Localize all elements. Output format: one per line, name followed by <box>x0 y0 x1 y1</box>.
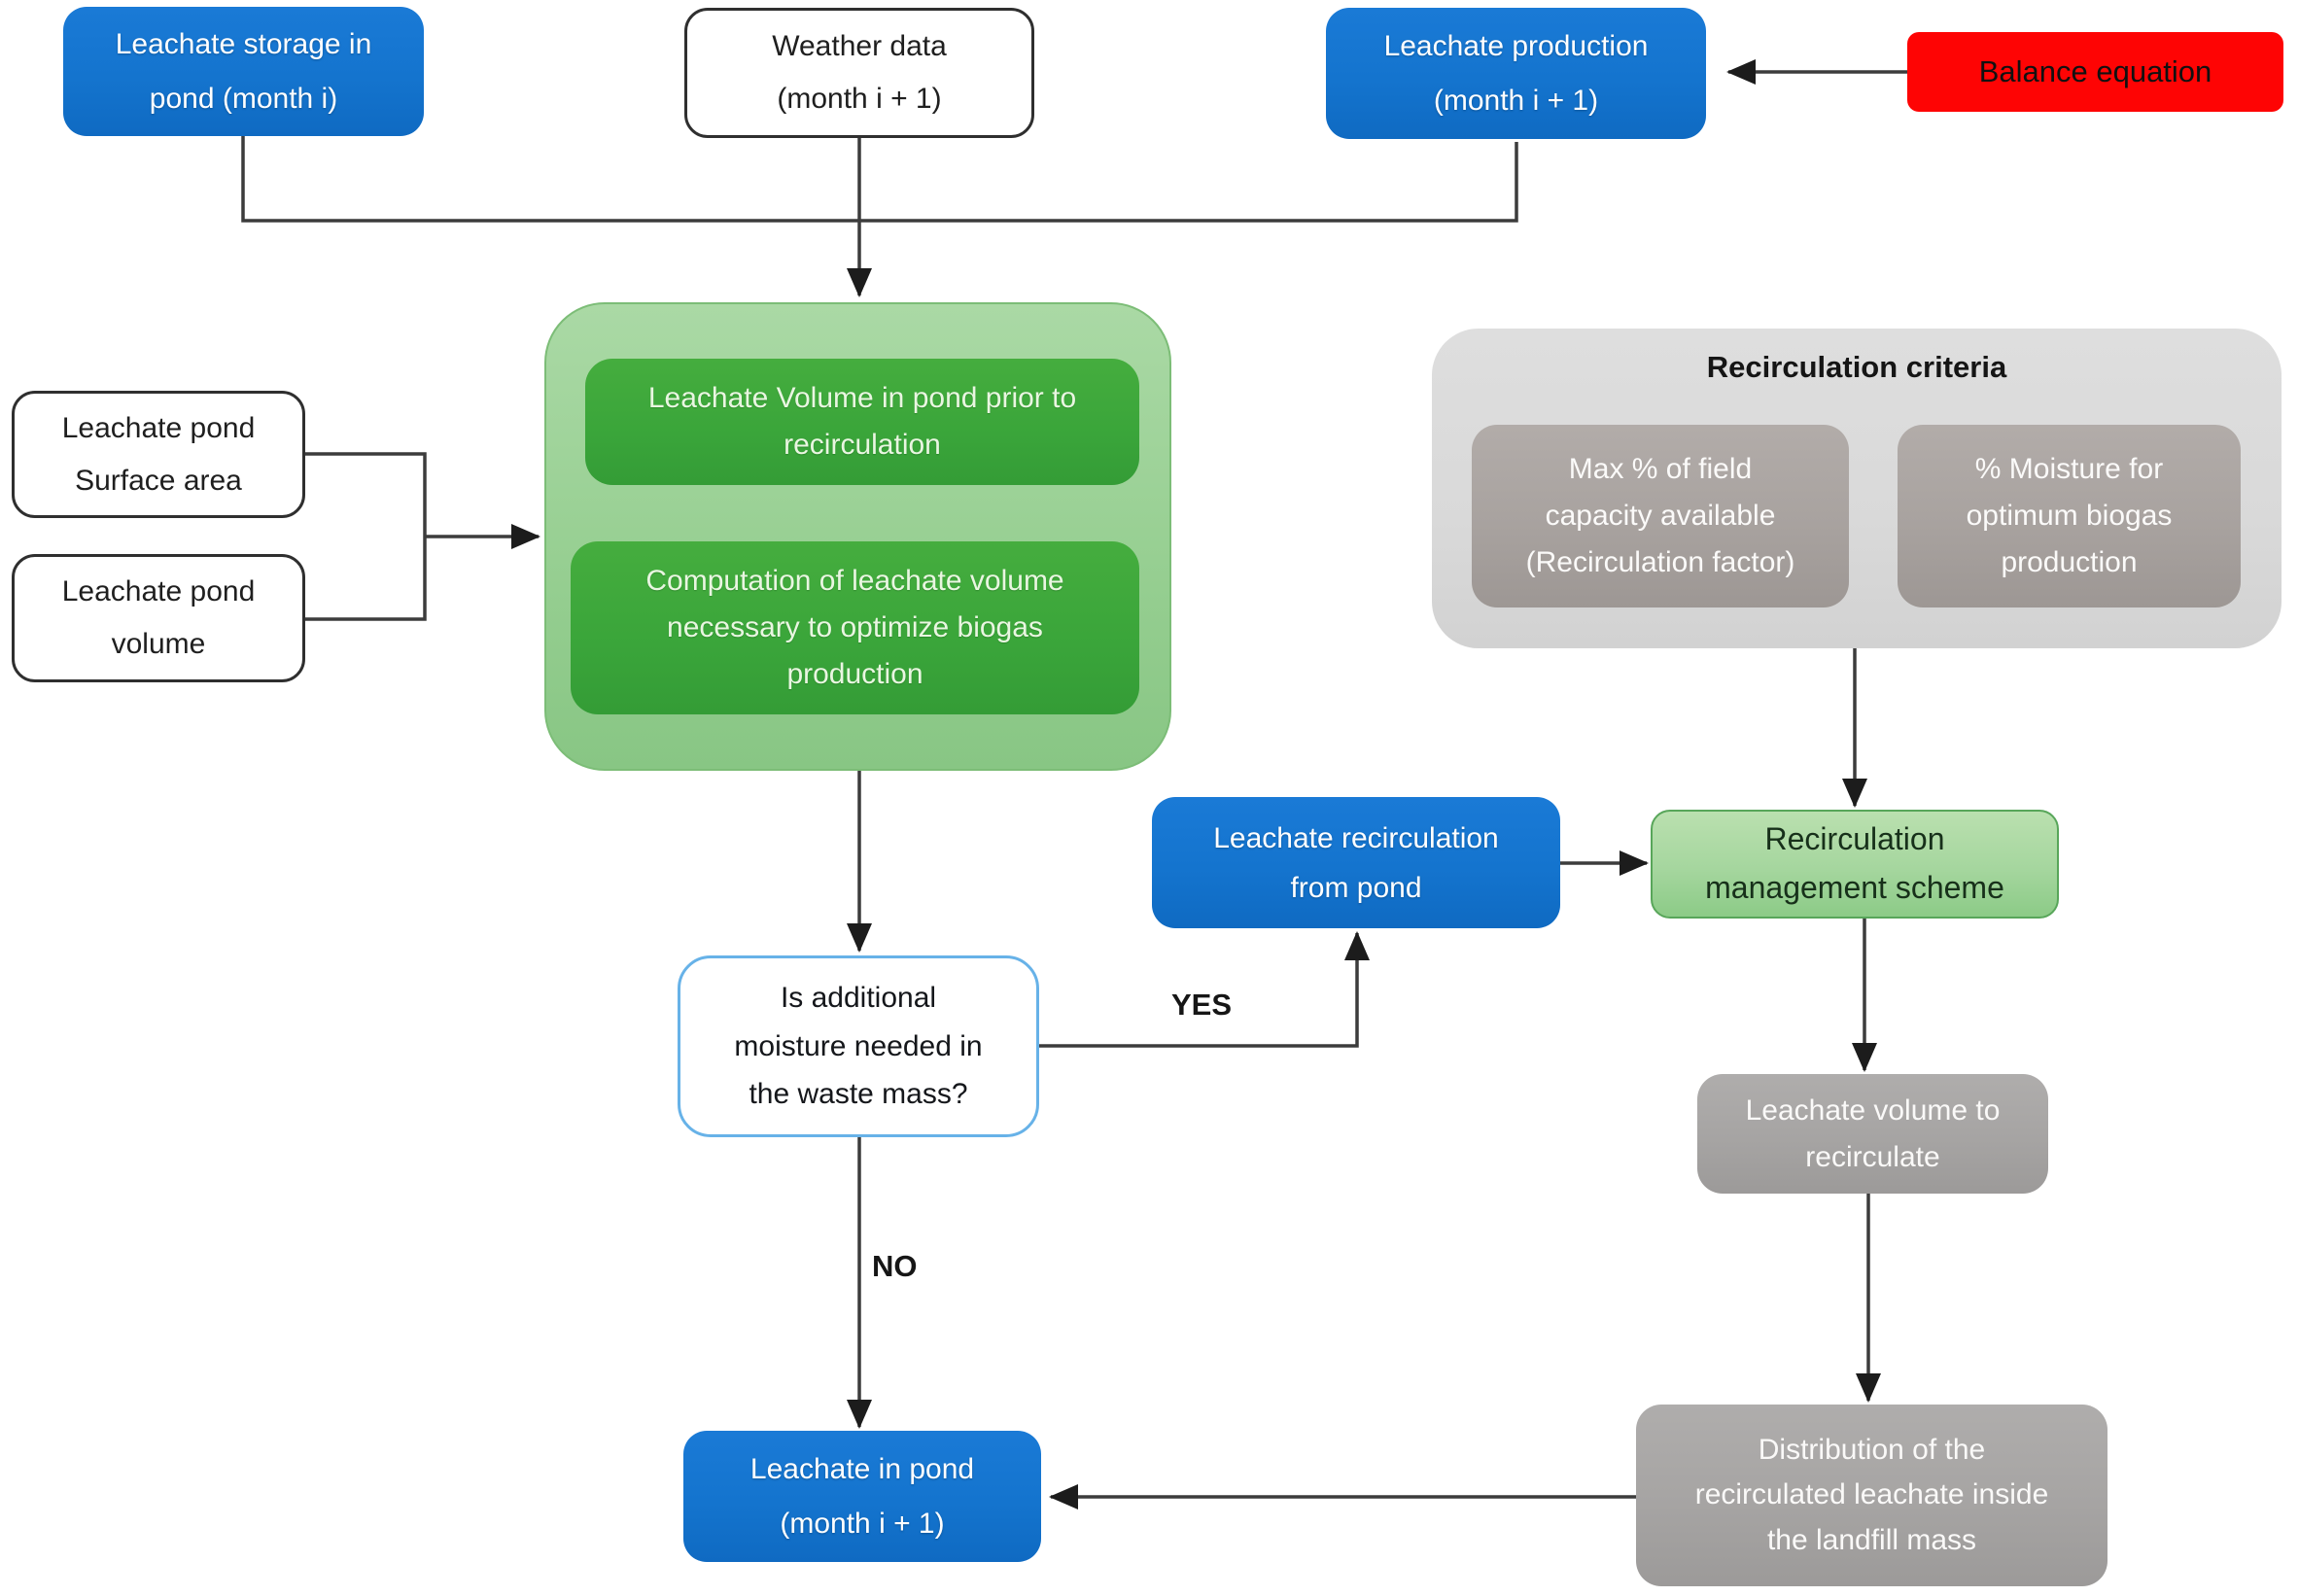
node-leachate-in-pond: Leachate in pond (month i + 1) <box>683 1431 1041 1562</box>
node-leachate-recirculation-from-pond: Leachate recirculation from pond <box>1152 797 1560 928</box>
edge-pond-inputs-bracket <box>305 452 427 621</box>
node-leachate-storage: Leachate storage in pond (month i) <box>63 7 424 136</box>
node-leachate-production: Leachate production (month i + 1) <box>1326 8 1706 139</box>
node-balance-equation: Balance equation <box>1907 32 2283 112</box>
node-recirculation-management-scheme: Recirculation management scheme <box>1651 810 2059 919</box>
node-pond-surface-area: Leachate pond Surface area <box>12 391 305 518</box>
node-decision-moisture-needed: Is additional moisture needed in the was… <box>678 955 1039 1137</box>
group-computation-container: Leachate Volume in pond prior to recircu… <box>544 302 1171 771</box>
edge-label-yes: YES <box>1171 988 1233 1022</box>
node-pond-volume: Leachate pond volume <box>12 554 305 682</box>
node-distribution-recirculated: Distribution of the recirculated leachat… <box>1636 1405 2107 1586</box>
edge-label-no: NO <box>872 1249 918 1283</box>
node-weather-data: Weather data (month i + 1) <box>684 8 1034 138</box>
node-leachate-volume-to-recirculate: Leachate volume to recirculate <box>1697 1074 2048 1194</box>
node-volume-prior-recirculation: Leachate Volume in pond prior to recircu… <box>585 359 1139 485</box>
node-max-field-capacity: Max % of field capacity available (Recir… <box>1472 425 1849 607</box>
node-moisture-optimum: % Moisture for optimum biogas production <box>1898 425 2241 607</box>
group-recirculation-criteria: Recirculation criteria Max % of field ca… <box>1432 329 2282 648</box>
edge-storage-production-join <box>241 136 1518 223</box>
node-computation-volume: Computation of leachate volume necessary… <box>571 541 1139 714</box>
criteria-title: Recirculation criteria <box>1706 350 2007 384</box>
